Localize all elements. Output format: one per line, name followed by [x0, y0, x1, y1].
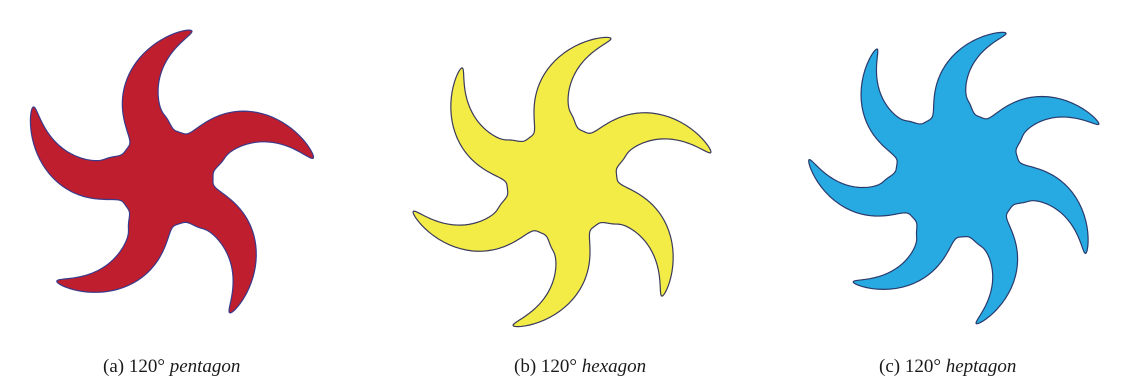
panel-heptagon: (c) 120° heptagon [790, 0, 1125, 386]
caption-shape-name: hexagon [582, 356, 646, 377]
heptagon-shape-graphic [790, 0, 1125, 340]
caption-pentagon: (a) 120° pentagon [103, 356, 240, 378]
caption-label: (a) [103, 356, 124, 377]
caption-shape-name: heptagon [946, 356, 1017, 377]
caption-angle: 120° [905, 356, 941, 377]
caption-shape-name: pentagon [170, 356, 241, 377]
hexagon-shape [413, 37, 711, 326]
caption-angle: 120° [541, 356, 577, 377]
caption-label: (b) [514, 356, 536, 377]
caption-label: (c) [879, 356, 900, 377]
panel-pentagon: (a) 120° pentagon [0, 0, 340, 386]
panel-hexagon: (b) 120° hexagon [395, 0, 735, 386]
caption-angle: 120° [129, 356, 165, 377]
caption-heptagon: (c) 120° heptagon [879, 356, 1016, 378]
pentagon-shape-graphic [0, 0, 340, 340]
hexagon-shape-graphic [395, 0, 735, 340]
pentagon-shape [30, 30, 313, 313]
caption-hexagon: (b) 120° hexagon [514, 356, 646, 378]
heptagon-shape [809, 32, 1099, 323]
